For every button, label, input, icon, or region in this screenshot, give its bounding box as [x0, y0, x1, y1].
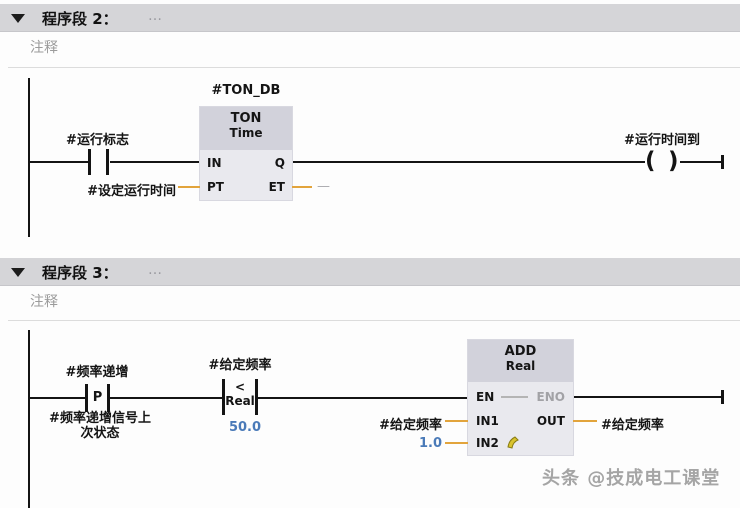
collapse-triangle-icon[interactable] — [11, 14, 25, 23]
block-name: ADD — [504, 344, 537, 359]
wire-orange — [445, 420, 468, 422]
wire — [28, 161, 88, 163]
wire — [680, 161, 722, 163]
pin-in2: IN2 — [476, 436, 499, 450]
network-2-comment[interactable]: 注释 — [30, 40, 58, 56]
p-contact-symbol[interactable] — [107, 384, 110, 412]
pin-in: IN — [207, 156, 222, 170]
wire-orange — [445, 442, 468, 444]
pin-q: Q — [274, 156, 285, 170]
watermark-text: 头条 @技成电工课堂 — [542, 468, 721, 489]
contact-symbol[interactable] — [88, 149, 91, 175]
eno-stub-line — [501, 396, 528, 398]
pin-pt: PT — [207, 180, 224, 194]
network-3-title: 程序段 3： — [42, 264, 118, 282]
pt-operand-label[interactable]: #设定运行时间 — [87, 184, 176, 199]
et-placeholder[interactable]: — — [317, 179, 330, 194]
divider — [8, 67, 740, 68]
in1-operand-label[interactable]: #给定频率 — [379, 418, 442, 433]
pin-out: OUT — [536, 414, 565, 428]
compare-type[interactable]: Real — [225, 394, 255, 408]
power-rail — [28, 78, 30, 237]
p-contact-state-line2: 次状态 — [80, 426, 120, 441]
block-header: TON Time — [200, 107, 292, 150]
network-2-title: 程序段 2： — [42, 10, 118, 28]
pin-in1: IN1 — [476, 414, 499, 428]
instance-db-label[interactable]: #TON_DB — [211, 83, 281, 98]
coil-operand-label[interactable]: #运行时间到 — [624, 133, 700, 148]
pin-en: EN — [476, 390, 495, 404]
wire — [28, 397, 85, 399]
block-type: Real — [505, 359, 536, 373]
wire — [110, 397, 222, 399]
block-type: Time — [229, 126, 263, 140]
rung-end-tick — [721, 390, 724, 404]
block-name: TON — [230, 111, 262, 126]
out-operand-label[interactable]: #给定频率 — [601, 418, 664, 433]
collapse-triangle-icon[interactable] — [11, 268, 25, 277]
network-3-title-placeholder[interactable]: … — [148, 262, 164, 278]
wire-orange — [573, 420, 597, 422]
coil-symbol[interactable]: ) — [668, 148, 679, 174]
compare-value[interactable]: 50.0 — [228, 420, 262, 435]
p-contact-state-operand[interactable]: #频率递增信号上 次状态 — [30, 411, 170, 441]
network-2-header[interactable]: 程序段 2： … — [0, 4, 740, 32]
in2-constant-value[interactable]: 1.0 — [418, 436, 442, 451]
wire — [292, 161, 645, 163]
network-2-title-placeholder[interactable]: … — [148, 8, 164, 24]
compare-operator[interactable]: < — [234, 380, 246, 394]
wire — [573, 396, 722, 398]
ton-timer-block[interactable]: TON Time IN Q PT ET — [200, 107, 292, 200]
contact-symbol[interactable] — [106, 149, 109, 175]
network-3-comment[interactable]: 注释 — [30, 294, 58, 310]
wire-orange — [178, 186, 200, 188]
coil-symbol[interactable]: ( — [645, 148, 656, 174]
compare-contact-symbol[interactable] — [255, 379, 258, 415]
p-contact-operand-label[interactable]: #频率递增 — [65, 365, 129, 380]
p-contact-letter: P — [92, 390, 103, 405]
p-contact-symbol[interactable] — [85, 384, 88, 412]
divider — [8, 320, 740, 321]
compare-operand-label[interactable]: #给定频率 — [208, 358, 272, 373]
rung-end-tick — [721, 155, 724, 169]
compare-contact-symbol[interactable] — [222, 379, 225, 415]
wire-orange — [292, 186, 312, 188]
insert-input-icon[interactable] — [506, 435, 521, 450]
wire — [110, 161, 200, 163]
pin-eno: ENO — [536, 390, 565, 404]
network-3-header[interactable]: 程序段 3： … — [0, 258, 740, 286]
power-rail — [28, 330, 30, 508]
add-block[interactable]: ADD Real EN ENO IN1 OUT IN2 — [468, 340, 573, 455]
block-header: ADD Real — [468, 340, 573, 382]
p-contact-state-line1: #频率递增信号上 — [49, 411, 151, 426]
wire — [258, 397, 468, 399]
contact-operand-label[interactable]: #运行标志 — [66, 133, 129, 148]
pin-et: ET — [268, 180, 285, 194]
